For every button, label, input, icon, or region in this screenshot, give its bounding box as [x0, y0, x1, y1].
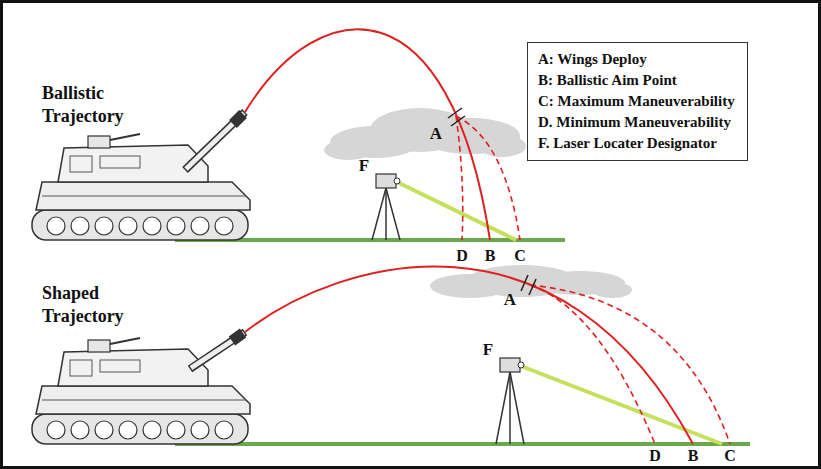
- muzzle-brake: [233, 114, 243, 124]
- gun-barrel: [190, 332, 245, 369]
- ballistic-trajectory: [245, 29, 490, 240]
- tripod-leg: [385, 188, 387, 240]
- tripod-leg: [510, 372, 524, 444]
- callout-letter: C: [514, 247, 526, 265]
- muzzle-brake: [232, 333, 243, 341]
- callout-letter: D: [649, 447, 661, 465]
- laser-designator: [496, 358, 524, 444]
- callout-letter: C: [724, 447, 736, 465]
- shaped-trajectory: [245, 267, 693, 444]
- callout-letter: A: [504, 291, 516, 310]
- gun-barrel: [185, 112, 245, 170]
- legend-entry: A: Wings Deploy: [538, 49, 735, 70]
- max-maneuver-path: [456, 116, 520, 240]
- min-maneuver-path: [530, 285, 655, 444]
- tripod-leg: [372, 188, 386, 240]
- legend-entry: C: Maximum Maneuverability: [538, 91, 735, 112]
- legend-entry: D. Minimum Maneuverability: [538, 112, 735, 133]
- barrel: [186, 113, 244, 169]
- panel-title: Ballistic Trajectory: [42, 82, 152, 129]
- designator-lens: [518, 362, 524, 368]
- barrel-outline: [190, 332, 245, 369]
- legend-box: A: Wings DeployB: Ballistic Aim PointC: …: [527, 42, 748, 161]
- barrel: [191, 333, 244, 368]
- legend-entry: F. Laser Locater Designator: [538, 133, 735, 154]
- wing-deploy-mark: [451, 116, 465, 126]
- cloud: [324, 108, 526, 160]
- callout-letter: D: [456, 247, 468, 265]
- designator-lens: [394, 178, 400, 184]
- cloud: [430, 265, 632, 298]
- laser-beam: [397, 182, 516, 240]
- ground: [175, 442, 750, 446]
- panel-title: Shaped Trajectory: [42, 282, 152, 329]
- cloud-puff: [592, 282, 632, 298]
- min-maneuver-path: [456, 116, 463, 240]
- barrel-outline: [185, 112, 245, 170]
- callout-letter: B: [485, 247, 496, 265]
- callout-letter: F: [483, 341, 493, 360]
- howitzer: [32, 134, 250, 240]
- legend-entry: B: Ballistic Aim Point: [538, 70, 735, 91]
- callout-letter: F: [359, 157, 369, 176]
- laser-beam: [521, 366, 722, 444]
- max-maneuver-path: [530, 285, 730, 444]
- designator-body: [376, 174, 396, 188]
- tripod-leg: [496, 372, 510, 444]
- tripod-leg: [509, 372, 511, 444]
- tripod-leg: [386, 188, 400, 240]
- callout-letter: A: [430, 125, 442, 144]
- callout-letter: B: [688, 447, 699, 465]
- designator-body: [500, 358, 520, 372]
- wing-deploy-mark: [448, 108, 462, 118]
- laser-designator: [372, 174, 400, 240]
- cloud-puff: [478, 135, 526, 157]
- wing-deploy-mark: [529, 279, 536, 295]
- wing-deploy-mark: [521, 275, 528, 291]
